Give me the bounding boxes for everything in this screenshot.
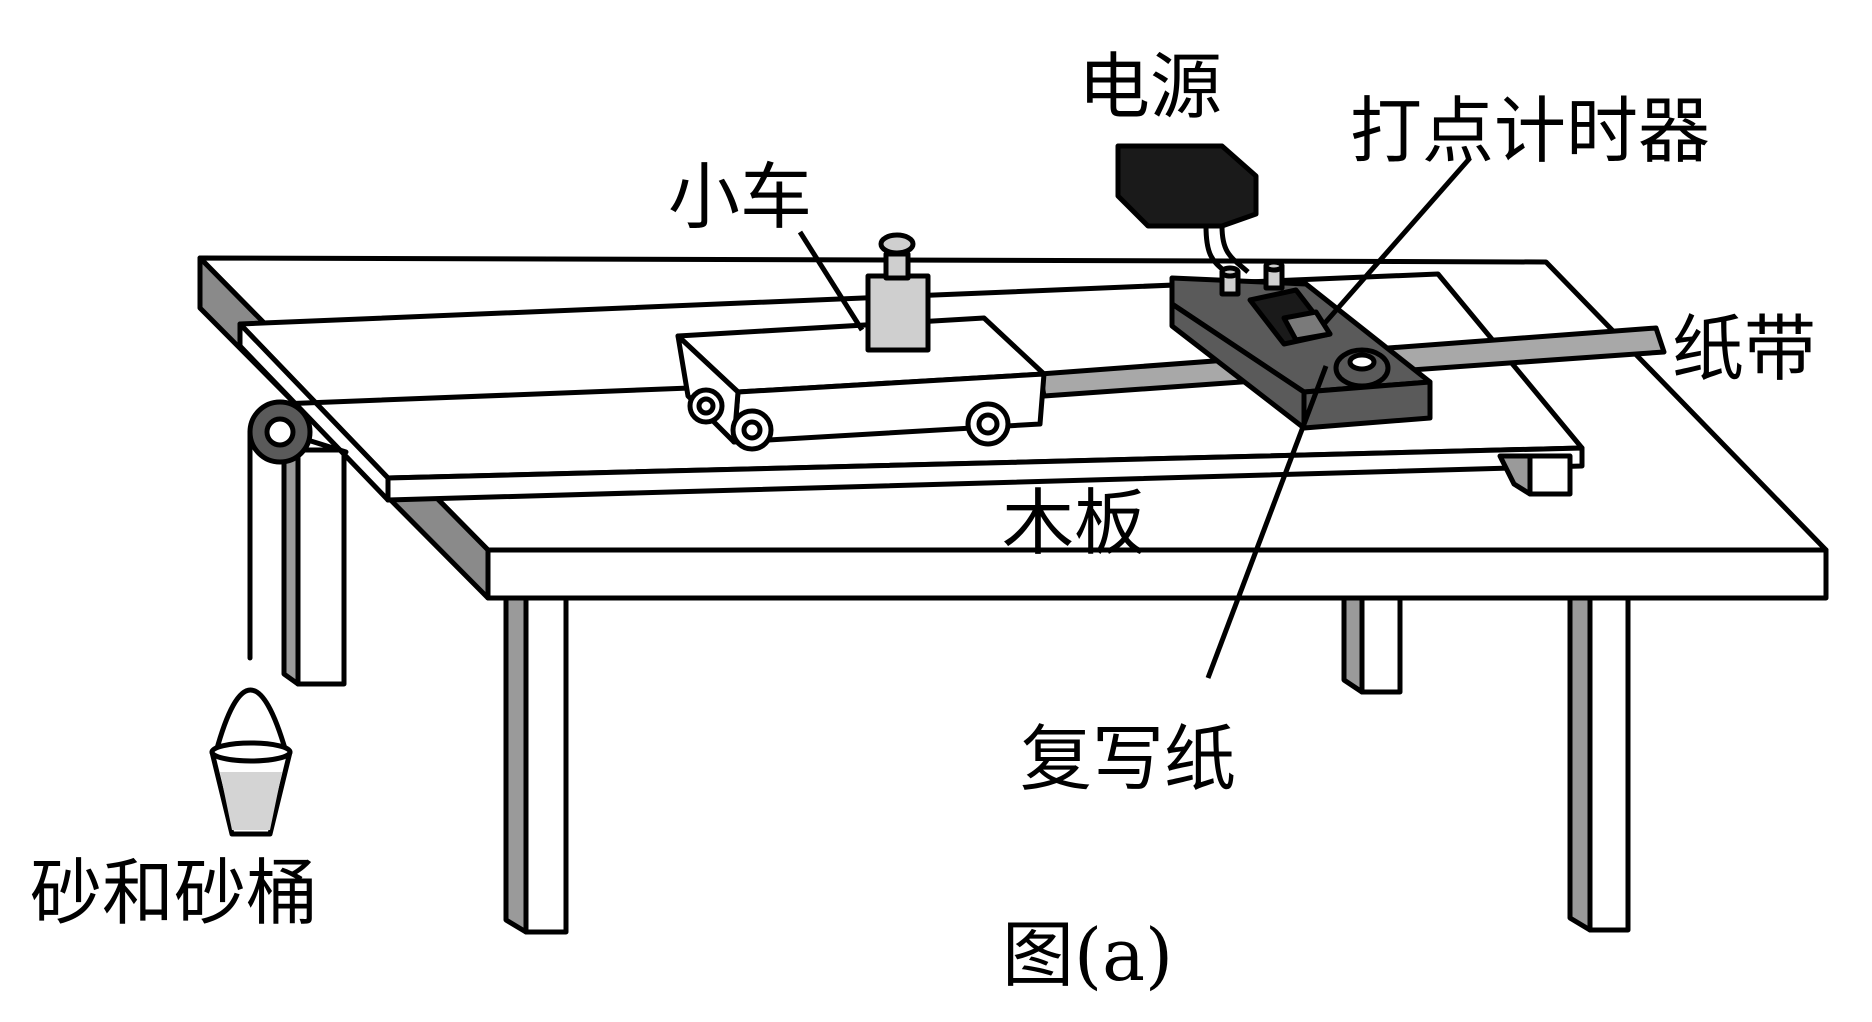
label-board: 木板 [1002, 481, 1146, 565]
label-timer: 打点计时器 [1350, 89, 1710, 173]
leader-cart [797, 230, 865, 332]
power-cable-2 [1219, 225, 1250, 274]
cart-wheel-front-front [965, 401, 1011, 447]
ticker-timer [1169, 259, 1433, 431]
leader-carbon-paper [1205, 365, 1329, 679]
board-support-shade [1497, 453, 1533, 497]
label-paper-tape: 纸带 [1672, 307, 1816, 391]
leg-back-right-side [1341, 595, 1365, 695]
board-support-block [1527, 453, 1573, 497]
power-supply-box [1115, 143, 1259, 229]
leg-front-left-side [503, 595, 529, 935]
power-supply [1115, 143, 1259, 276]
timer-terminal-right [1263, 259, 1285, 291]
board-left-edge [237, 321, 391, 503]
timer-arm-face [1281, 309, 1333, 343]
label-power-supply: 电源 [1078, 45, 1222, 129]
leg-back-left-side [281, 437, 301, 687]
leg-back-right [1359, 595, 1403, 695]
bucket-rim [209, 740, 293, 764]
string-horizontal [277, 385, 693, 407]
table-legs [281, 437, 1631, 935]
leg-front-left [523, 595, 569, 935]
pulley-axle [264, 416, 296, 448]
leg-front-right [1587, 595, 1631, 933]
leg-back-left [295, 447, 347, 687]
label-carbon-paper: 复写纸 [1020, 717, 1236, 801]
labels: 电源 打点计时器 小车 纸带 木板 复写纸 砂和砂桶 图(a) [30, 45, 1816, 997]
bucket-sand [220, 772, 282, 830]
table-front-edge [485, 547, 1829, 601]
carbon-paper-hub [1347, 352, 1377, 372]
cart-weight [865, 232, 931, 353]
label-sand-bucket: 砂和砂桶 [30, 851, 318, 935]
figure-caption: 图(a) [1002, 913, 1173, 997]
sand-bucket [209, 687, 293, 837]
bucket-handle [213, 687, 289, 755]
label-cart: 小车 [668, 155, 812, 239]
timer-terminal-left [1219, 265, 1241, 297]
leg-front-right-side [1567, 595, 1593, 933]
cart-wheel-rear-back [687, 387, 725, 425]
leader-lines [797, 156, 1472, 679]
timer-base-front [1301, 379, 1433, 431]
cart [675, 232, 1047, 452]
cart-wheel-rear-front [730, 408, 774, 452]
pulley-assembly [247, 385, 693, 661]
leader-timer [1322, 156, 1472, 326]
